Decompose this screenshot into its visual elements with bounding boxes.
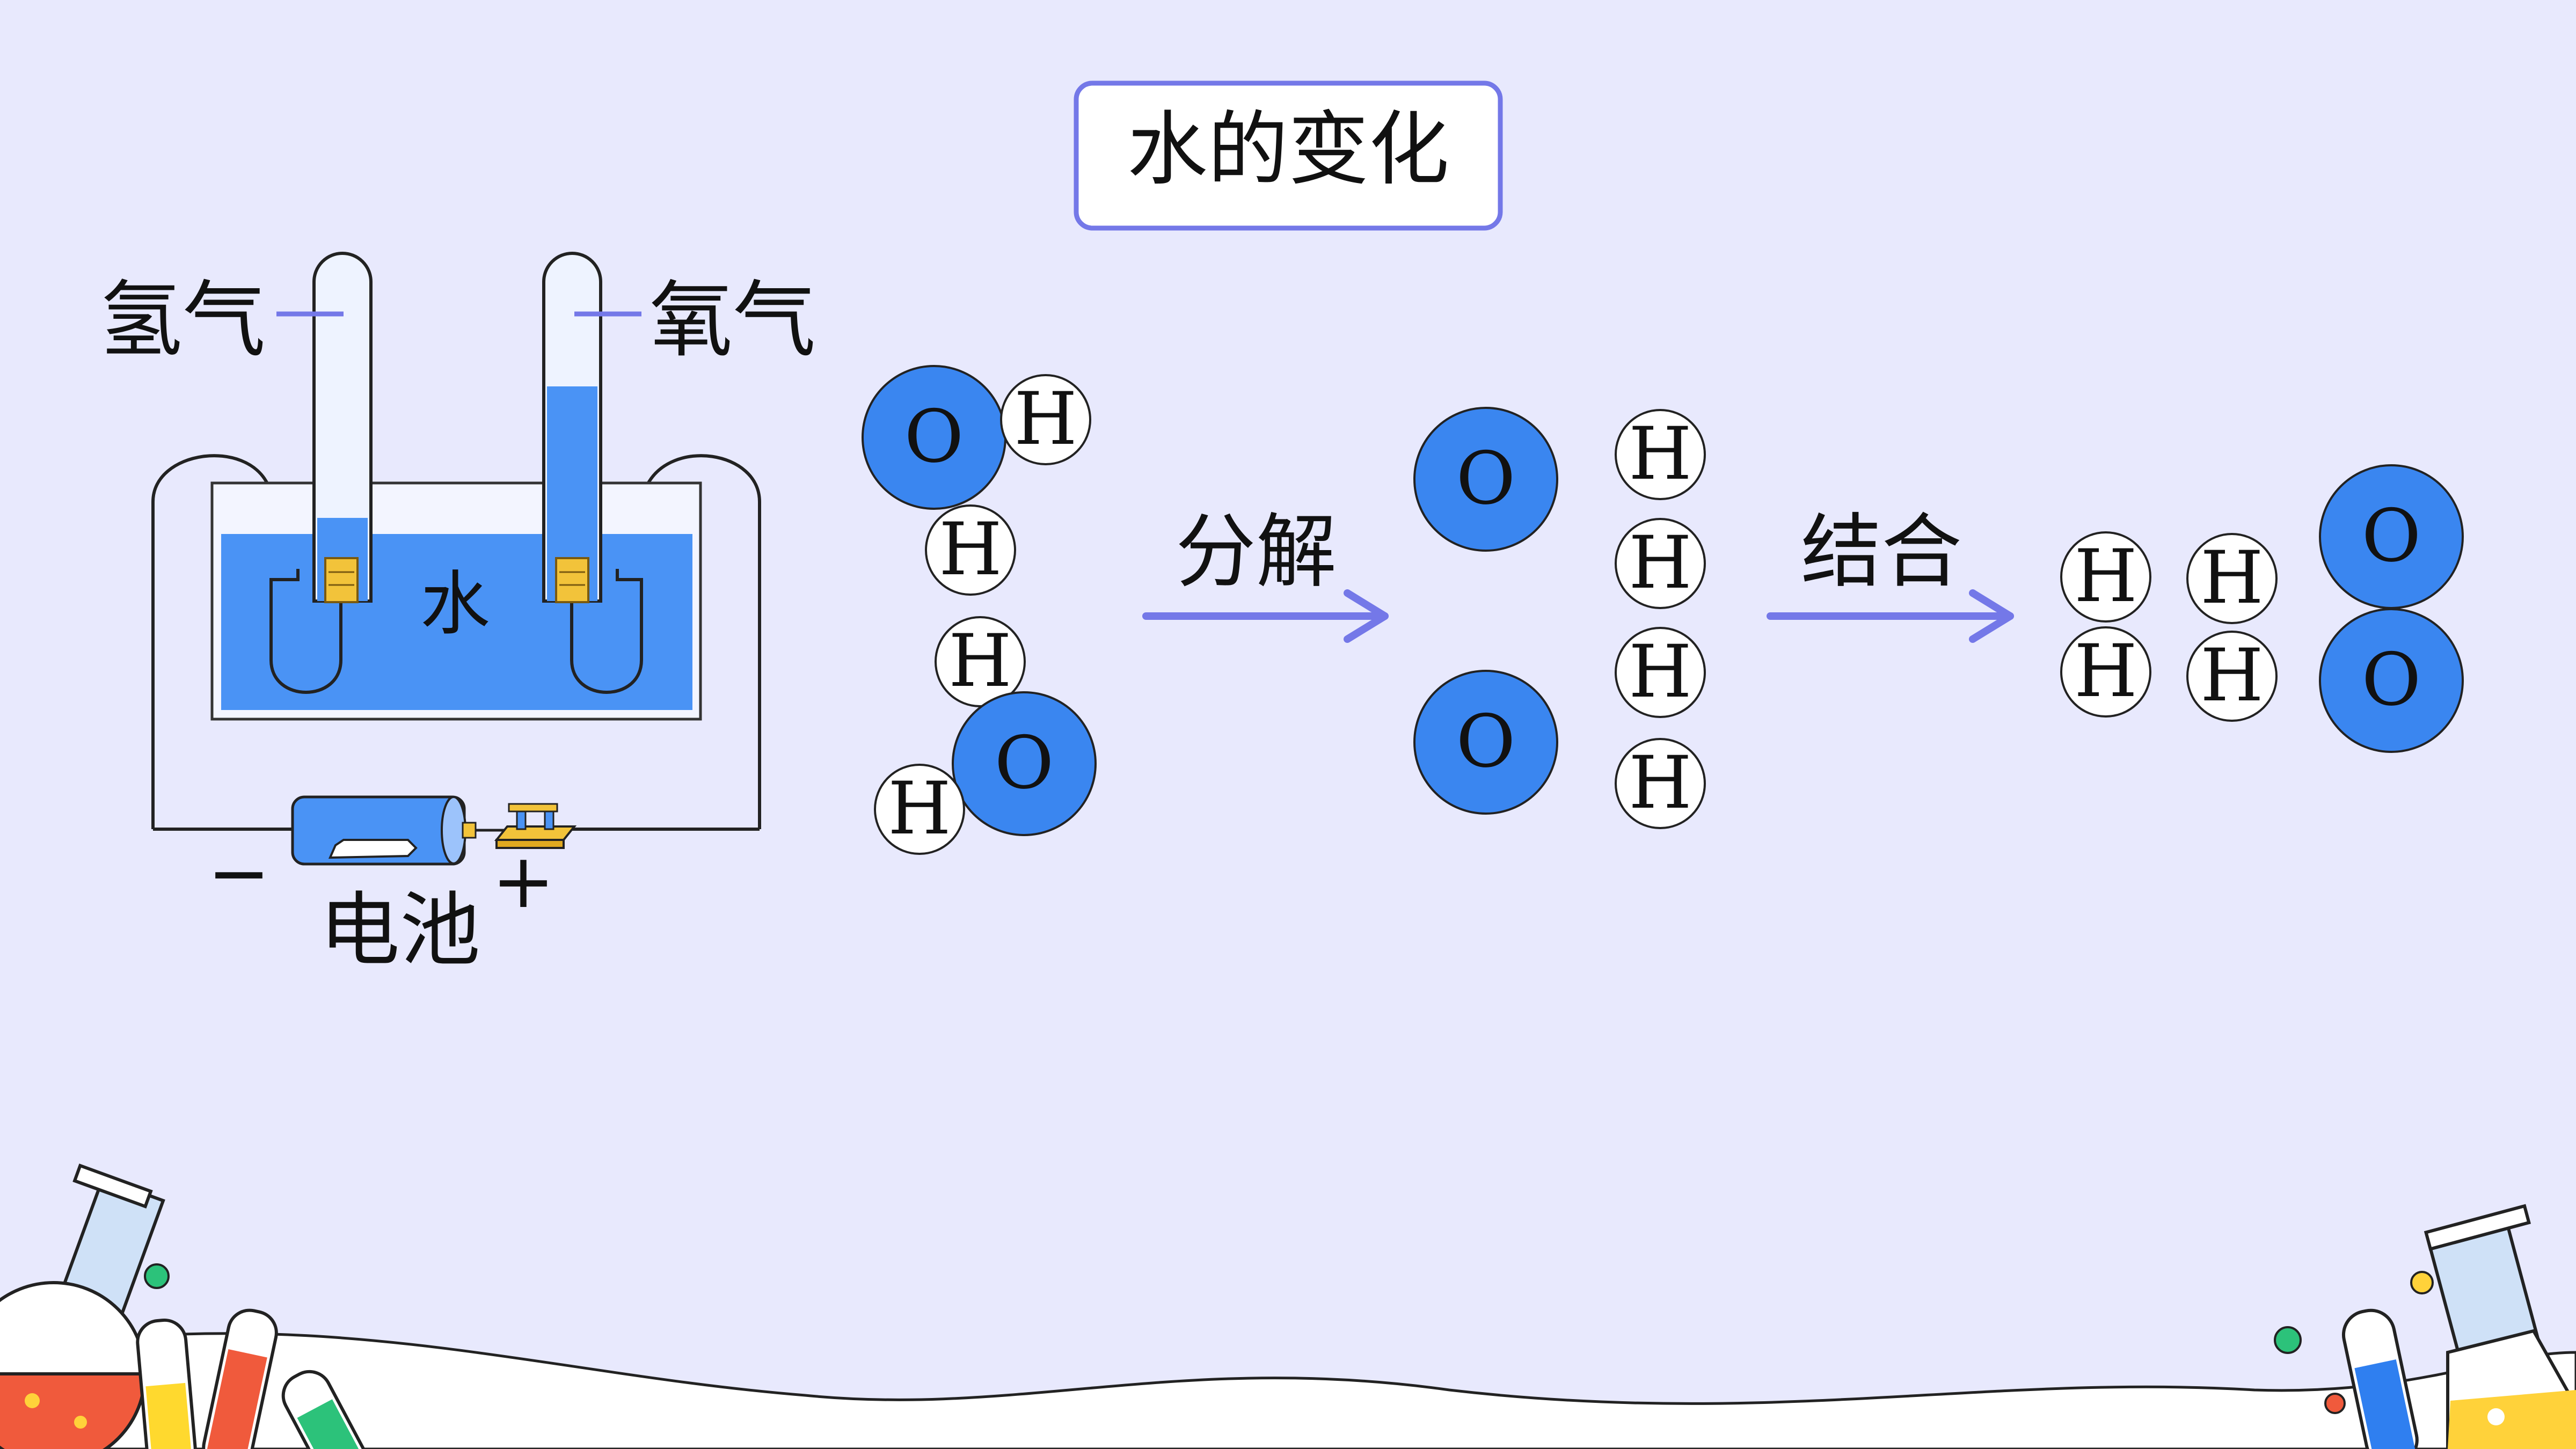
flask-left-icon <box>0 1163 165 1449</box>
combine-label: 结合 <box>1801 506 1962 599</box>
test-tubes-left-icon <box>136 1308 368 1449</box>
hydrogen-atom <box>1615 627 1706 718</box>
hydrogen-molecule: H H <box>2060 531 2151 718</box>
water-molecule: H O H <box>874 616 1097 855</box>
oxygen-atom <box>1413 407 1558 552</box>
hydrogen-atom <box>874 764 965 855</box>
svg-text:O: O <box>2362 494 2421 578</box>
hydrogen-atom <box>2186 631 2278 722</box>
title-box: 水的变化 <box>1074 80 1503 231</box>
svg-text:H: H <box>1629 630 1692 714</box>
hydrogen-atom <box>1615 518 1706 609</box>
hydrogen-atom <box>1615 409 1706 500</box>
hydrogen-atom <box>1000 374 1091 465</box>
hydrogen-atom <box>2186 533 2278 624</box>
svg-text:H: H <box>2074 534 2137 618</box>
water-molecules: O H H H O H <box>862 365 1097 855</box>
svg-text:H: H <box>2200 633 2264 718</box>
hydrogen-label: 氢气 <box>99 272 266 369</box>
test-tubes-right-icon <box>2341 1308 2419 1449</box>
circuit-wire <box>151 454 300 829</box>
decompose-arrow: 分解 <box>1142 506 1389 643</box>
battery <box>291 795 477 866</box>
svg-text:H: H <box>948 619 1012 703</box>
svg-text:H: H <box>1629 521 1692 605</box>
bubble-icon <box>2274 1326 2302 1354</box>
flask-right-icon <box>2424 1204 2576 1449</box>
combine-arrow: 结合 <box>1767 506 2014 643</box>
page-title: 水的变化 <box>1127 103 1449 196</box>
hydrogen-atom <box>925 504 1016 596</box>
hydrogen-atom <box>1615 738 1706 829</box>
bubble-icon <box>2324 1393 2346 1414</box>
water-body <box>221 534 692 710</box>
svg-text:H: H <box>1014 377 1077 461</box>
svg-text:H: H <box>1629 412 1692 496</box>
hydrogen-tube <box>312 252 373 603</box>
product-molecules: H H H H O O <box>2060 464 2464 753</box>
svg-text:O: O <box>904 394 964 479</box>
svg-text:O: O <box>1456 436 1516 521</box>
battery-label: 电池 <box>319 884 480 977</box>
water-label: 水 <box>420 563 490 645</box>
electrolysis-apparatus: 氢气 氧气 水 − + 电池 <box>99 252 816 977</box>
svg-text:O: O <box>995 721 1054 805</box>
oxygen-atom <box>952 691 1097 836</box>
svg-text:H: H <box>2200 536 2264 620</box>
battery-minus: − <box>207 830 270 917</box>
svg-text:O: O <box>1456 699 1516 784</box>
oxygen-molecule: O O <box>2319 464 2464 753</box>
white-hills <box>0 1332 2576 1449</box>
svg-text:H: H <box>1629 741 1692 825</box>
oxygen-atom <box>1413 670 1558 815</box>
oxygen-tube <box>542 252 602 603</box>
separated-atoms: O O H H H H <box>1413 407 1706 829</box>
svg-text:H: H <box>939 507 1002 591</box>
svg-text:O: O <box>2362 638 2421 722</box>
hydrogen-atom <box>2060 531 2151 623</box>
svg-text:H: H <box>2074 629 2137 713</box>
bubble-icon <box>144 1263 170 1289</box>
switch <box>476 803 577 849</box>
hydrogen-atom <box>2060 626 2151 718</box>
battery-plus: + <box>492 838 554 925</box>
decompose-label: 分解 <box>1176 506 1337 599</box>
svg-text:H: H <box>888 766 951 851</box>
bottom-decoration <box>0 1163 2576 1449</box>
oxygen-label: 氧气 <box>650 272 816 369</box>
oxygen-atom <box>2319 608 2464 753</box>
bubble-icon <box>2410 1271 2434 1294</box>
hydrogen-electrode <box>324 557 359 603</box>
oxygen-electrode <box>555 557 589 603</box>
water-molecule: O H H <box>862 365 1091 596</box>
hydrogen-molecule: H H <box>2186 533 2278 722</box>
